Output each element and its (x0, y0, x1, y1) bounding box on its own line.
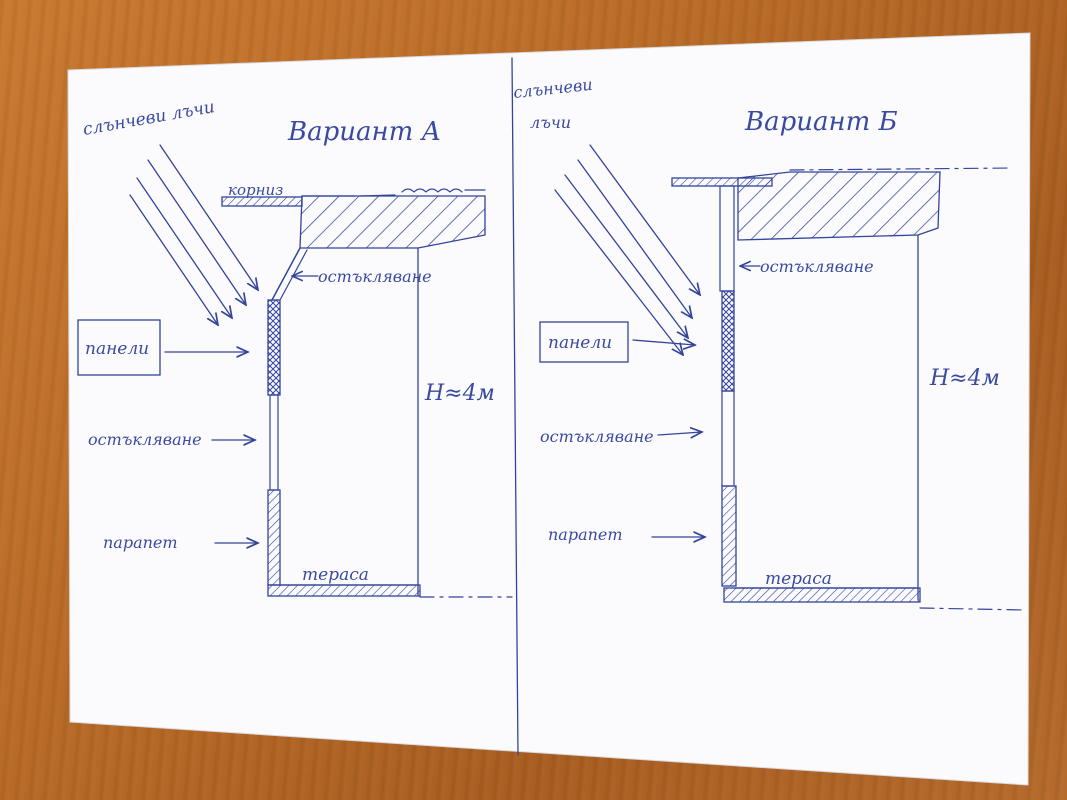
variant-b-glazing-top-label: остъкляване (760, 257, 874, 276)
variant-a-terrace-label: тераса (302, 565, 369, 585)
variant-b-rays-label-2: лъчи (530, 113, 571, 132)
variant-a-parapet-label: парапет (103, 533, 178, 552)
variant-b-glazing-label: остъкляване (540, 427, 654, 446)
variant-b-ceiling-slab (737, 171, 941, 241)
variant-a-panels (267, 299, 281, 396)
variant-b-height-label: H≈4м (929, 366, 1000, 391)
variant-b-panels-label: панели (548, 333, 612, 353)
variant-a-glazing-top-label: остъкляване (318, 267, 432, 286)
variant-b-panels (721, 290, 735, 392)
variant-a-parapet (267, 489, 281, 586)
variant-a-inclined-glazing (271, 247, 301, 301)
variant-b-sun-rays (554, 144, 700, 355)
variant-a-height-label: H≈4м (424, 381, 495, 406)
variant-a-floor (267, 584, 421, 597)
variant-b-terrace-label: тераса (765, 569, 832, 589)
variant-b-floor (723, 587, 921, 603)
variant-b-parapet-label: парапет (548, 525, 623, 544)
variant-a-panels-label: панели (85, 339, 149, 359)
paper-sheet (67, 32, 1031, 786)
variant-a-glazing-label: остъкляване (88, 430, 202, 449)
variant-a-title: Вариант А (287, 117, 441, 147)
variant-a-panels-box (77, 319, 161, 376)
variant-b-title: Вариант Б (744, 107, 898, 137)
variant-a-ceiling-slab (299, 195, 486, 249)
variant-b-parapet (721, 485, 737, 587)
variant-a-sun-rays (129, 144, 258, 325)
variant-a: Вариант А слънчеви лъчи корниз остъклява… (77, 97, 513, 598)
variant-a-cornice (221, 196, 303, 207)
variant-b: Вариант Б слънчеви лъчи остъкляване тер (512, 75, 1026, 611)
variant-b-panels-box (539, 321, 629, 363)
divider-line (511, 57, 519, 756)
variant-a-cornice-label: корниз (228, 181, 283, 199)
